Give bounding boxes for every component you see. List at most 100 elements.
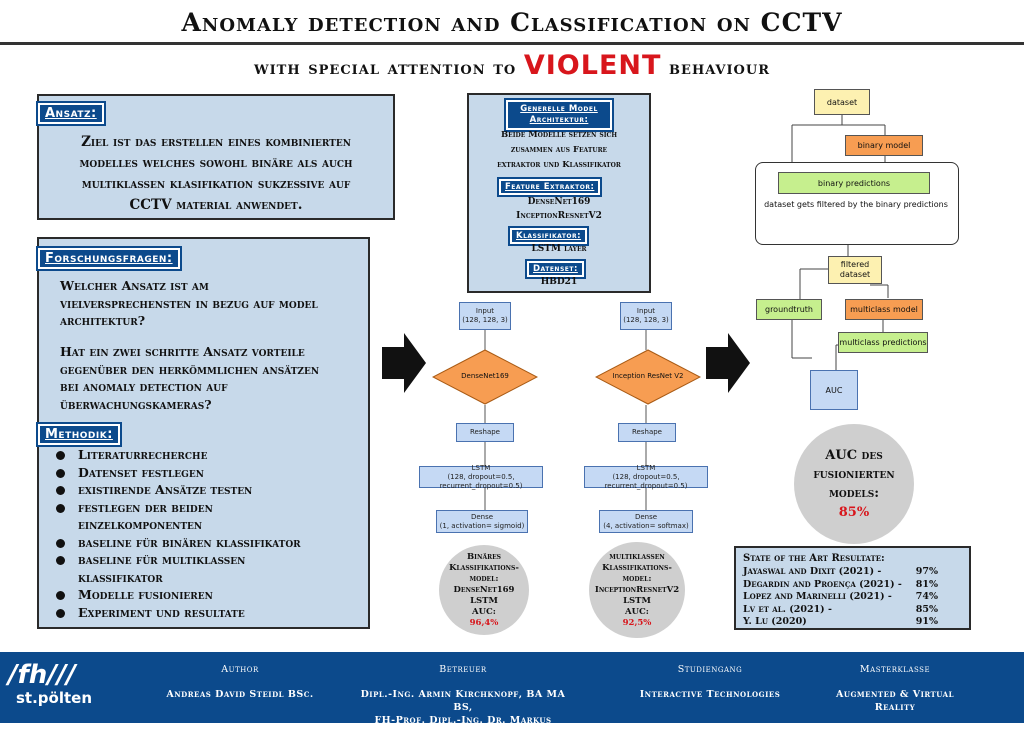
circle-line: AUC:: [625, 606, 649, 617]
filtered-label: filtered: [840, 260, 870, 269]
input-node-shape: (128, 128, 3): [623, 316, 669, 324]
lstm-node: LSTM (128, dropout=0.5, recurrent_dropou…: [584, 464, 708, 490]
question-1-line: architektur?: [60, 313, 146, 328]
footer-betreuer: Betreuer Dipl.-Ing. Armin Kirchknopf, BA…: [358, 664, 568, 753]
subtitle-emphasis: VIOLENT: [523, 50, 662, 81]
circle-line: model:: [622, 573, 652, 584]
ansatz-text: Ziel ist das erstellen eines kombinierte…: [40, 132, 392, 216]
flow-left-connectors: [484, 330, 486, 510]
sota-name: Degardin and Proença (2021) -: [743, 578, 902, 590]
betreuer-line: Dipl.-Ing. Armin Kirchknopf, BA MA BS,: [360, 689, 566, 713]
lstm-label: LSTM: [471, 463, 491, 472]
fh-logo: /fh/// st.pölten: [8, 661, 104, 715]
ansatz-line: multiklassen klasifikation sukzessive au…: [81, 176, 351, 192]
question-2-line: bei anomaly detection auf: [60, 379, 228, 394]
binary-predictions-box: binary predictions: [778, 172, 930, 194]
table-row: Y. Lu (2020) 91%: [743, 616, 962, 629]
circle-line: Klassifikations-: [449, 562, 519, 573]
densenet-diamond: [432, 349, 538, 405]
lstm-params: (128, dropout=0.5, recurrent_dropout=0.5…: [439, 472, 523, 490]
methodik-list: Literaturrecherche Datenset festlegen ex…: [48, 446, 366, 621]
table-row: Lopez and Marinelli (2021) -74%: [743, 591, 962, 604]
filter-note: dataset gets filtered by the binary pred…: [764, 200, 948, 209]
binary-model-box: binary model: [845, 135, 923, 156]
circle-line: Klassifikations-: [602, 562, 672, 573]
circle-line: LSTM: [470, 595, 498, 606]
architecture-line: Beide Modelle setzen sich: [500, 130, 618, 140]
studiengang-value: Interactive Technologies: [639, 689, 781, 700]
question-1-line: Welcher Ansatz ist am: [60, 278, 209, 293]
sota-table: Jayaswal and Dixit (2021) - 97% Degardin a…: [743, 566, 962, 629]
forschung-tag: Forschungsfragen:: [36, 246, 182, 271]
circle-line: DenseNet169: [453, 584, 515, 595]
fusion-line: models:: [828, 486, 880, 501]
multiclass-predictions-box: multiclass predictions: [838, 332, 928, 353]
input-node: Input (128, 128, 3): [620, 302, 672, 330]
dense-node: Dense (4, activation= softmax): [599, 510, 693, 533]
footer-author: Author Andreas David Steidl BSc.: [160, 664, 320, 701]
reshape-node: Reshape: [618, 423, 676, 442]
lstm-params: (128, dropout=0.5, recurrent_dropout=0.5…: [604, 472, 688, 490]
dense-params: (4, activation= softmax): [603, 521, 689, 530]
filtered-label: dataset: [839, 270, 871, 279]
klassifikator-tag: Klassifikator:: [507, 226, 590, 246]
sota-name: Jayaswal and Dixit (2021) -: [743, 566, 882, 577]
betreuer-heading: Betreuer: [439, 664, 487, 675]
sota-name: Y. Lu (2020): [743, 616, 807, 627]
ansatz-tag: Ansatz:: [36, 101, 106, 126]
list-item: Datenset festlegen: [48, 464, 366, 482]
list-item: existirende Ansätze testen: [48, 481, 366, 499]
circle-line: multiklassen: [609, 551, 665, 562]
methodik-tag: Methodik:: [36, 422, 122, 447]
footer-studiengang: Studiengang Interactive Technologies: [630, 664, 790, 701]
poster-subtitle: with special attention to VIOLENT behavi…: [0, 50, 1024, 81]
auc-box: AUC: [810, 370, 858, 410]
footer: /fh/// st.pölten Author Andreas David St…: [0, 652, 1024, 752]
circle-line: model:: [469, 573, 499, 584]
inception-diamond: [595, 349, 701, 405]
footer-masterklasse: Masterklasse Augmented & Virtual Reality: [820, 664, 970, 714]
table-row: Lv et al. (2021) -85%: [743, 604, 962, 617]
question-2-line: überwachungskameras?: [60, 396, 212, 412]
classifier: LSTM layer: [531, 244, 587, 254]
circle-line: AUC:: [472, 606, 496, 617]
pipeline-connectors: [791, 115, 889, 370]
input-node: Input (128, 128, 3): [459, 302, 511, 330]
sota-value: 81%: [915, 578, 938, 590]
architecture-text: Beide Modelle setzen sich zusammen aus F…: [467, 128, 651, 173]
feature-extractor-2: InceptionResnetV2: [516, 211, 602, 221]
feature-extractor-1: DenseNet169: [527, 197, 591, 207]
sota-value: 97%: [915, 566, 938, 577]
logo-bottom: st.pölten: [16, 689, 93, 707]
sota-name: Lopez and Marinelli (2021) -: [743, 591, 892, 602]
arrow-right-icon: [706, 333, 750, 393]
question-2: Hat ein zwei schritte Ansatz vorteile ge…: [60, 343, 365, 413]
sota-value: 91%: [915, 616, 938, 627]
input-node-shape: (128, 128, 3): [462, 316, 508, 324]
dense-params: (1, activation= sigmoid): [439, 521, 525, 530]
list-item: baseline für binären klassifikator: [48, 534, 366, 552]
datenset-tag: Datenset:: [525, 259, 586, 279]
poster-title: Anomaly detection and Classification on …: [181, 8, 843, 37]
sota-panel: State of the Art Resultate: Jayaswal and…: [734, 546, 971, 630]
table-row: Jayaswal and Dixit (2021) - 97%: [743, 566, 962, 579]
input-node-label: Input: [636, 307, 656, 315]
list-item: Modelle fusionieren: [48, 586, 366, 604]
masterklasse-line: Augmented & Virtual: [835, 689, 955, 700]
architecture-line: zusammen aus Feature: [510, 145, 608, 155]
circle-line: InceptionResnetV2: [594, 584, 680, 595]
ansatz-line: Ziel ist das erstellen eines kombinierte…: [81, 134, 351, 150]
binary-model-circle: Binäres Klassifikations- model: DenseNet…: [439, 545, 529, 635]
architecture-line: extraktor und Klassifikator: [497, 160, 621, 170]
groundtruth-box: groundtruth: [756, 299, 822, 320]
densenet-label: DenseNet169: [461, 372, 509, 380]
lstm-node: LSTM (128, dropout=0.5, recurrent_dropou…: [419, 463, 543, 490]
feature-extraktor-tag: Feature Extraktor:: [496, 177, 603, 197]
dense-node: Dense (1, activation= sigmoid): [436, 510, 528, 533]
question-1-line: vielversprechensten in bezug auf model: [60, 295, 318, 311]
studiengang-heading: Studiengang: [677, 664, 743, 675]
dense-label: Dense: [634, 512, 658, 521]
masterklasse-heading: Masterklasse: [859, 664, 931, 675]
sota-value: 85%: [915, 603, 938, 615]
binary-auc-value: 96,4%: [469, 617, 499, 628]
